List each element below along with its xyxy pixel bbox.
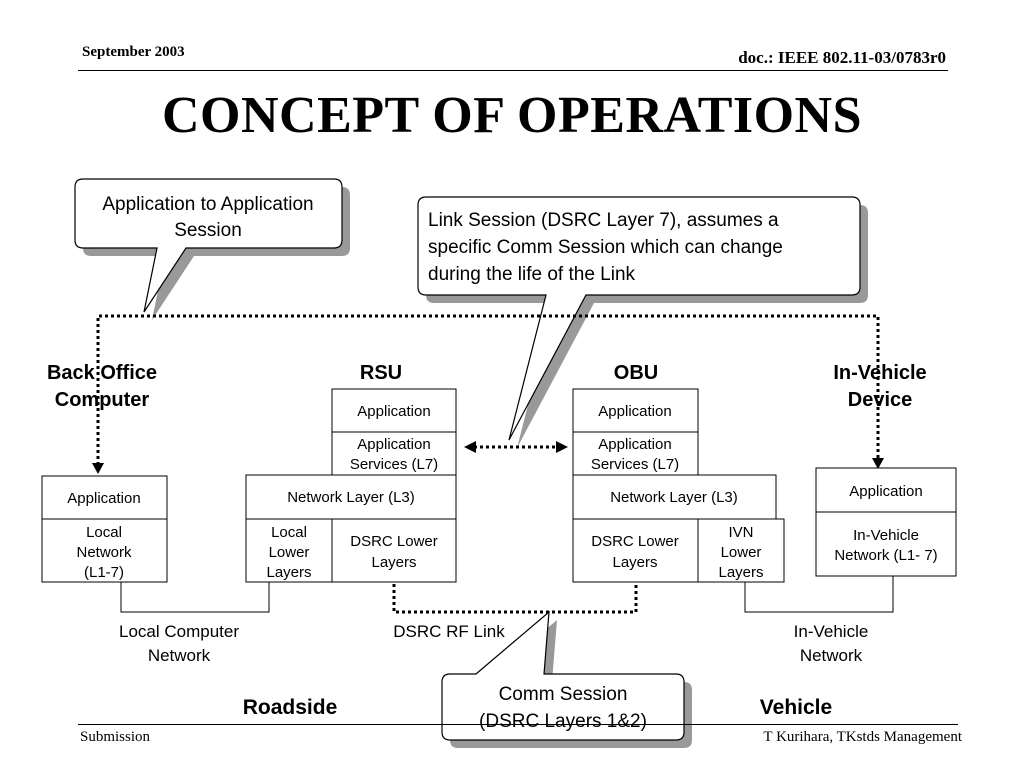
- callout-link-session-line1: Link Session (DSRC Layer 7), assumes a: [428, 210, 779, 231]
- callout-app-session: Application to Application Session: [74, 178, 350, 320]
- callout-comm-session-line1: Comm Session: [499, 684, 628, 705]
- label-rsu: RSU: [360, 362, 402, 384]
- obu-ivn-lower-line1: IVN: [728, 524, 753, 541]
- rsu-network-layer: Network Layer (L3): [287, 489, 415, 506]
- arrow-down-back-office: [92, 463, 104, 474]
- obu-ivn-lower-line3: Layers: [718, 564, 763, 581]
- label-in-vehicle-line1: In-Vehicle: [833, 362, 926, 384]
- in-vehicle-network-link: [744, 576, 894, 613]
- back-office-local-network-line3: (L1-7): [84, 564, 124, 581]
- rsu-local-lower-line3: Layers: [266, 564, 311, 581]
- footer-submission: Submission: [80, 729, 151, 745]
- back-office-application: Application: [67, 490, 140, 507]
- label-back-office-line1: Back Office: [47, 362, 157, 384]
- callout-link-session-line3: during the life of the Link: [428, 264, 636, 285]
- label-back-office-line2: Computer: [55, 389, 150, 411]
- in-vehicle-application: Application: [849, 483, 922, 500]
- app-session-path: [96, 314, 880, 465]
- callout-app-session-line1: Application to Application: [102, 194, 313, 215]
- obu-application: Application: [598, 403, 671, 420]
- header-date: September 2003: [82, 44, 185, 60]
- callout-comm-session: Comm Session (DSRC Layers 1&2): [441, 610, 692, 748]
- label-dsrc-rf-link: DSRC RF Link: [393, 622, 505, 641]
- label-local-computer-network-line1: Local Computer: [119, 622, 239, 641]
- obu-app-services-line2: Services (L7): [591, 456, 679, 473]
- link-session-arrow: [464, 441, 568, 453]
- label-obu: OBU: [614, 362, 658, 384]
- obu-app-services-line1: Application: [598, 436, 671, 453]
- rsu-app-services-line1: Application: [357, 436, 430, 453]
- callout-link-session: Link Session (DSRC Layer 7), assumes a s…: [417, 196, 868, 448]
- dsrc-rf-link: [392, 584, 638, 614]
- arrow-down-in-vehicle: [872, 458, 884, 469]
- in-vehicle-network-line2: Network (L1- 7): [834, 547, 937, 564]
- back-office-local-network-line1: Local: [86, 524, 122, 541]
- back-office-local-network-line2: Network: [76, 544, 132, 561]
- rsu-dsrc-lower-line2: Layers: [371, 554, 416, 571]
- header-rule: [78, 70, 948, 71]
- in-vehicle-network-line1: In-Vehicle: [853, 527, 919, 544]
- rsu-app-services-line2: Services (L7): [350, 456, 438, 473]
- label-local-computer-network-line2: Network: [148, 646, 211, 665]
- label-in-vehicle-network-line1: In-Vehicle: [794, 622, 869, 641]
- stack-in-vehicle: Application In-Vehicle Network (L1- 7): [815, 467, 957, 577]
- rsu-local-lower-line1: Local: [271, 524, 307, 541]
- callout-app-session-line2: Session: [174, 220, 242, 241]
- slide-title: CONCEPT OF OPERATIONS: [161, 87, 863, 144]
- obu-dsrc-lower-line1: DSRC Lower: [591, 533, 679, 550]
- label-in-vehicle-line2: Device: [848, 389, 913, 411]
- obu-network-layer: Network Layer (L3): [610, 489, 738, 506]
- label-vehicle: Vehicle: [760, 696, 832, 719]
- obu-dsrc-lower-line2: Layers: [612, 554, 657, 571]
- callout-link-session-line2: specific Comm Session which can change: [428, 237, 783, 258]
- header-doc-id: doc.: IEEE 802.11-03/0783r0: [738, 48, 946, 67]
- footer-rule: [78, 724, 958, 725]
- footer-author: T Kurihara, TKstds Management: [763, 729, 962, 745]
- stack-back-office: Application Local Network (L1-7): [41, 475, 168, 583]
- rsu-dsrc-lower-line1: DSRC Lower: [350, 533, 438, 550]
- stack-rsu: Application Application Services (L7) Ne…: [245, 388, 457, 583]
- obu-ivn-lower-line2: Lower: [721, 544, 762, 561]
- local-computer-network-link: [120, 582, 270, 613]
- rsu-local-lower-line2: Lower: [269, 544, 310, 561]
- label-roadside: Roadside: [243, 696, 338, 719]
- stack-obu: Application Application Services (L7) Ne…: [572, 388, 785, 583]
- rsu-application: Application: [357, 403, 430, 420]
- label-in-vehicle-network-line2: Network: [800, 646, 863, 665]
- callout-comm-session-line2: (DSRC Layers 1&2): [479, 711, 647, 732]
- app-session-arrowheads: [92, 458, 884, 474]
